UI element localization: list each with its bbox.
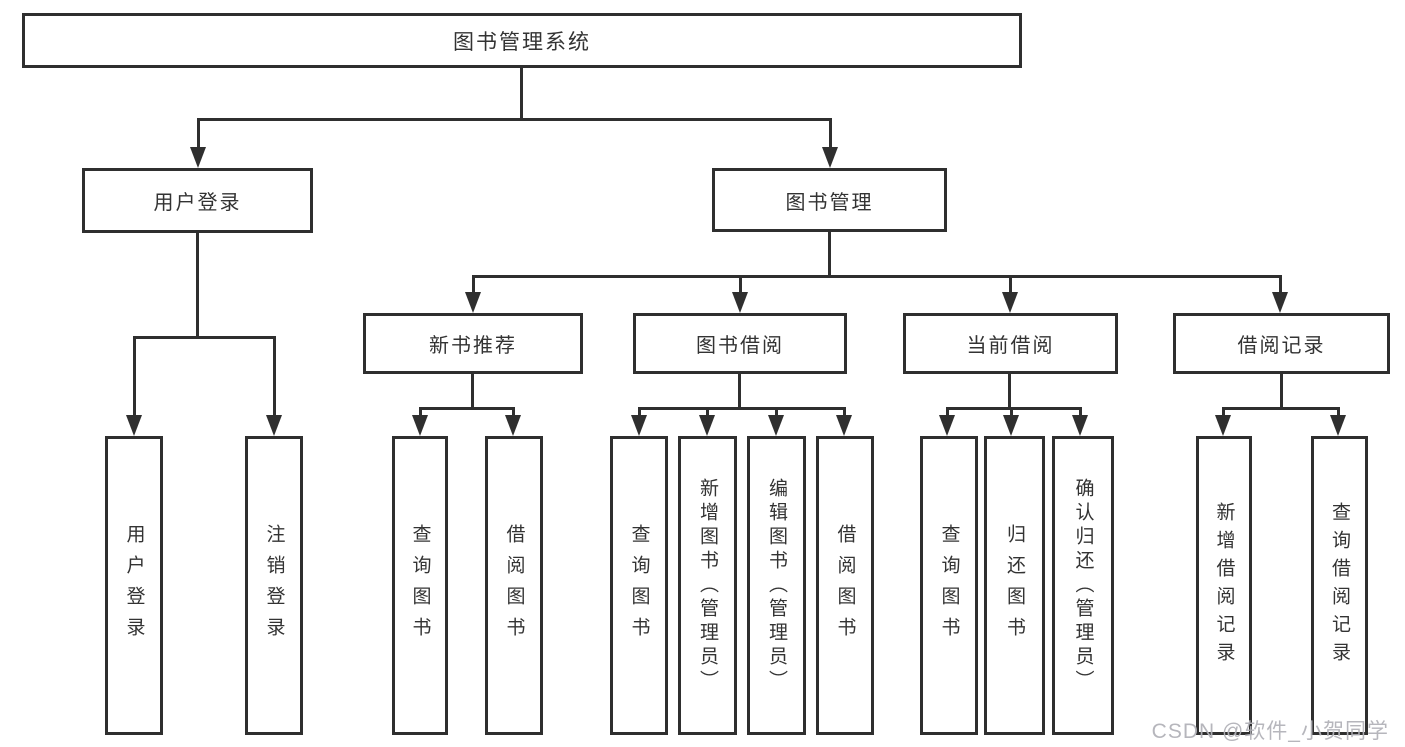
node-query-book-current-label: 查询图书	[938, 523, 960, 648]
arrowhead-cb-return	[1003, 415, 1019, 436]
node-add-book-admin: 新增图书（管理员）	[678, 436, 737, 735]
connector-borrow-records-split	[1222, 407, 1340, 410]
node-edit-book-admin-label: 编辑图书（管理员）	[766, 477, 787, 694]
connector-stem-logout-leaf	[273, 336, 276, 416]
arrowhead-cb-confirm	[1072, 415, 1088, 436]
node-current-borrow: 当前借阅	[903, 313, 1118, 374]
connector-book-borrow-split	[638, 407, 846, 410]
connector-current-borrow-stem	[1008, 374, 1011, 407]
node-query-book-borrow-label: 查询图书	[628, 523, 650, 648]
node-add-borrow-record: 新增借阅记录	[1196, 436, 1252, 735]
arrowhead-bb-edit	[768, 415, 784, 436]
node-return-book-label: 归还图书	[1004, 523, 1025, 648]
arrowhead-book-borrow	[732, 292, 748, 313]
arrowhead-book-management	[822, 147, 838, 168]
connector-user-login-stem	[196, 233, 199, 336]
node-current-borrow-label: 当前借阅	[966, 335, 1055, 357]
node-add-borrow-record-label: 新增借阅记录	[1213, 501, 1235, 670]
node-new-book-recommend-label: 新书推荐	[429, 335, 517, 357]
node-user-login: 用户登录	[82, 168, 313, 233]
node-borrow-records-label: 借阅记录	[1237, 335, 1326, 357]
connector-stem-borrow-records	[1279, 275, 1282, 295]
node-query-borrow-record: 查询借阅记录	[1311, 436, 1368, 735]
node-borrow-book-leaf: 借阅图书	[816, 436, 874, 735]
arrowhead-current-borrow	[1002, 292, 1018, 313]
node-return-book: 归还图书	[984, 436, 1045, 735]
node-query-book-borrow: 查询图书	[610, 436, 668, 735]
connector-stem-bb-edit	[775, 407, 778, 417]
node-borrow-book-recommend-label: 借阅图书	[503, 523, 525, 648]
connector-stem-login-leaf	[133, 336, 136, 416]
arrowhead-borrow-records	[1272, 292, 1288, 313]
node-query-book-recommend: 查询图书	[392, 436, 448, 735]
connector-stem-book-borrow	[739, 275, 742, 295]
arrowhead-new-book	[465, 292, 481, 313]
connector-stem-bb-add	[706, 407, 709, 417]
connector-stem-current-borrow	[1009, 275, 1012, 295]
connector-borrow-records-stem	[1280, 374, 1283, 407]
node-query-book-current: 查询图书	[920, 436, 978, 735]
arrowhead-nb-query	[412, 415, 428, 436]
connector-new-book-stem	[471, 374, 474, 407]
node-confirm-return-admin-label: 确认归还（管理员）	[1072, 477, 1094, 694]
node-logout-leaf-label: 注销登录	[263, 523, 285, 648]
node-user-login-leaf-label: 用户登录	[123, 523, 145, 648]
connector-user-login-split	[133, 336, 276, 339]
arrowhead-cb-query	[939, 415, 955, 436]
connector-stem-book-management	[829, 118, 832, 150]
node-root-label: 图书管理系统	[453, 30, 591, 54]
connector-stem-bb-borrow	[843, 407, 846, 417]
node-new-book-recommend: 新书推荐	[363, 313, 583, 374]
connector-stem-nb-query	[419, 407, 422, 417]
node-query-book-recommend-label: 查询图书	[409, 523, 431, 648]
connector-stem-cb-return	[1010, 407, 1013, 417]
node-add-book-admin-label: 新增图书（管理员）	[697, 477, 718, 694]
connector-stem-cb-query	[946, 407, 949, 417]
node-user-login-label: 用户登录	[153, 192, 242, 214]
arrowhead-logout-leaf	[266, 415, 282, 436]
node-book-management-label: 图书管理	[785, 191, 874, 214]
connector-new-book-split	[419, 407, 515, 410]
node-logout-leaf: 注销登录	[245, 436, 303, 735]
node-book-management: 图书管理	[712, 168, 947, 232]
arrowhead-bb-borrow	[836, 415, 852, 436]
arrowhead-nb-borrow	[505, 415, 521, 436]
arrowhead-bb-add	[699, 415, 715, 436]
node-borrow-records: 借阅记录	[1173, 313, 1390, 374]
arrowhead-br-query	[1330, 415, 1346, 436]
node-book-borrow: 图书借阅	[633, 313, 847, 374]
connector-stem-cb-confirm	[1079, 407, 1082, 417]
arrowhead-user-login	[190, 147, 206, 168]
connector-book-borrow-stem	[738, 374, 741, 407]
watermark: CSDN @软件_小贺同学	[1151, 720, 1389, 743]
arrowhead-bb-query	[631, 415, 647, 436]
node-book-borrow-label: 图书借阅	[696, 335, 784, 357]
connector-stem-br-add	[1222, 407, 1225, 417]
connector-stem-br-query	[1337, 407, 1340, 417]
connector-stem-nb-borrow	[512, 407, 515, 417]
connector-stem-user-login	[197, 118, 200, 150]
node-root: 图书管理系统	[22, 13, 1022, 68]
node-borrow-book-recommend: 借阅图书	[485, 436, 543, 735]
connector-stem-new-book	[472, 275, 475, 295]
connector-current-borrow-split	[946, 407, 1082, 410]
node-edit-book-admin: 编辑图书（管理员）	[747, 436, 806, 735]
connector-root-stem	[520, 67, 523, 119]
arrowhead-login-leaf	[126, 415, 142, 436]
node-borrow-book-leaf-label: 借阅图书	[834, 523, 856, 648]
node-user-login-leaf: 用户登录	[105, 436, 163, 735]
connector-book-management-split	[472, 275, 1282, 278]
node-query-borrow-record-label: 查询借阅记录	[1329, 501, 1350, 670]
connector-stem-bb-query	[638, 407, 641, 417]
arrowhead-br-add	[1215, 415, 1231, 436]
connector-book-management-stem	[828, 232, 831, 275]
node-confirm-return-admin: 确认归还（管理员）	[1052, 436, 1114, 735]
connector-root-split	[197, 118, 832, 121]
